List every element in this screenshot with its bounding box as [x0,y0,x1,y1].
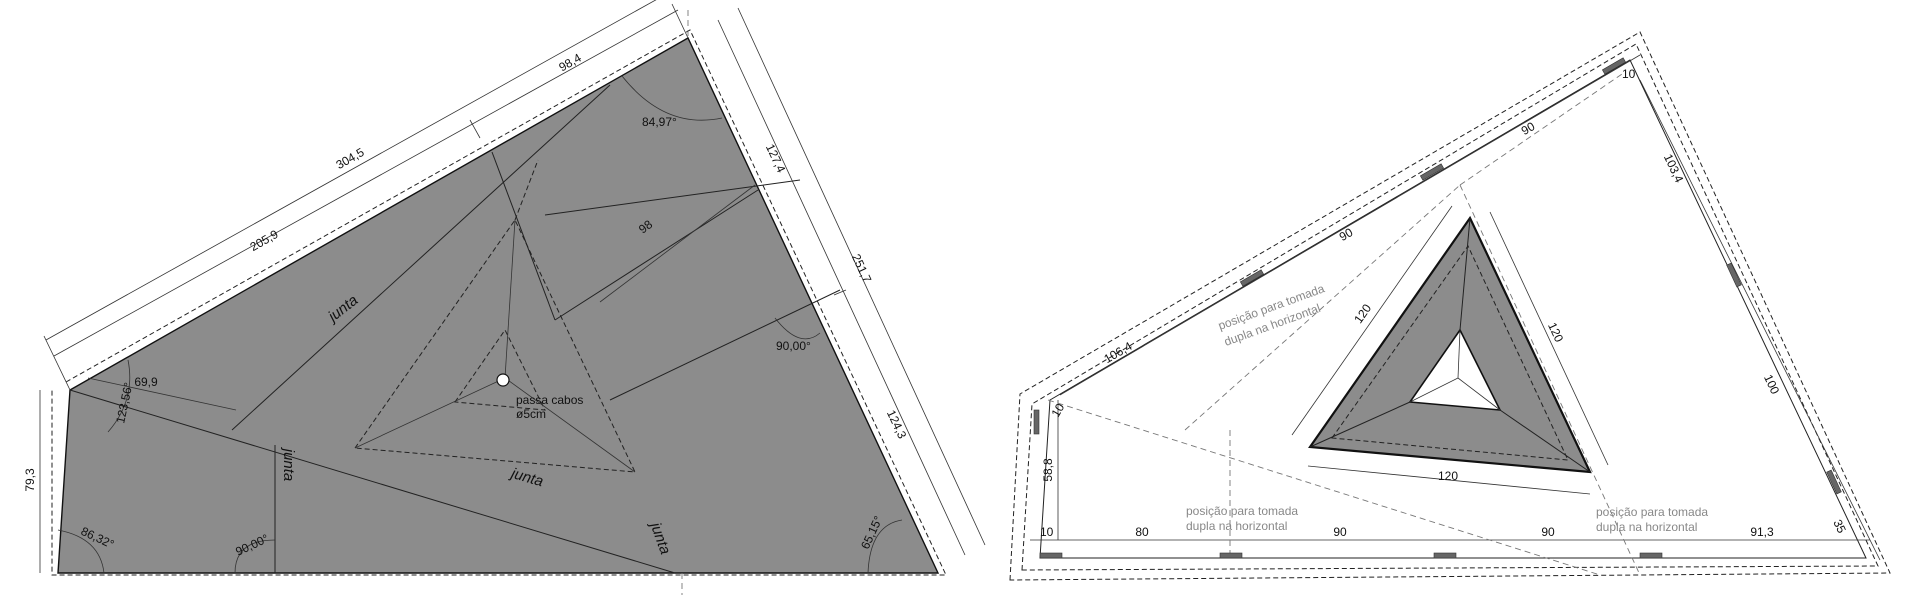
dim-tick-right [833,289,847,296]
dim-top-a: 205,9 [248,227,281,254]
dim-line-inner-top [87,377,237,411]
dim-tri-bottom: 120 [1438,469,1458,483]
dim-top-edge-2: 90 [1519,119,1538,138]
dim-line-top-total [45,0,657,341]
dim-bottom-4: 90 [1541,525,1555,539]
outlet-marker-bottom-3 [1433,552,1457,559]
outlet-guide-5 [1459,71,1626,186]
cable-pass-label: passa cabos [516,393,583,407]
dim-top-b: 98,4 [556,51,584,75]
dim-tri-right: 120 [1545,320,1566,344]
right-triangle-inner-line-2 [1409,377,1459,403]
cable-pass-icon [496,373,510,387]
mid-joint-line [609,289,841,401]
left-plan: 304,5 205,9 98,4 127,4 251,7 124,3 79,3 … [23,0,986,595]
dim-line-tri-bottom [1307,465,1591,495]
joint-line-to-right-edge [554,189,759,321]
angle-arc-bottom-mid [234,539,276,574]
outlet-note-b-line1: posição para tomada [1186,504,1298,518]
outlet-marker-right-1 [1726,262,1742,288]
left-inner-hidden-line [504,219,516,379]
angle-arc-right-mid [774,317,821,340]
outlet-note-b-line2: dupla na horizontal [1186,519,1287,533]
dim-inner-top: 69,9 [134,375,158,389]
left-panel-dashed-edge [51,29,947,576]
left-inner-triangle [354,219,636,473]
angle-arc-left-upper [107,359,131,433]
dim-left-vertical: 58,8 [1041,458,1055,482]
right-triangle-edge-line-1 [1459,217,1471,331]
outlet-guide-1 [1047,399,1601,576]
dim-line-right-split [717,19,966,556]
dim-top-edge-1: 90 [1337,225,1356,244]
joint-line-center [491,151,556,321]
angle-arc-bottom-right [867,519,903,574]
outlet-marker-top-3 [1601,57,1627,75]
dim-right-a: 127,4 [763,142,789,175]
joint-line-diagonal [69,389,676,574]
left-inner-hidden-line-3 [504,377,636,473]
right-outer-dashed-1 [1009,31,1891,581]
right-plan: 90 90 106,4 103,4 100 35 10 10 58,8 10 8… [1009,31,1891,581]
cable-pass-diameter: ø5cm [516,407,546,421]
right-triangle-inner-line-3 [1457,377,1501,411]
outlet-note-c-line1: posição para tomada [1596,505,1708,519]
dim-line-top-split [53,9,679,357]
dim-bottom-5: 91,3 [1750,525,1774,539]
dim-right-end: 35 [1830,517,1848,535]
dim-corner-top-right: 10 [1622,67,1636,81]
dim-line-left-edge [1059,54,1641,396]
dim-ext-1 [43,335,71,391]
outlet-guide-3 [1184,184,1461,431]
outlet-marker-right-2 [1826,469,1842,495]
dim-bottom-2: 80 [1135,525,1149,539]
right-joint-line [544,179,801,216]
dim-line-tri-left [1291,205,1453,436]
angle-arc-top-right [621,75,723,121]
outlet-marker-bottom-2 [1219,552,1243,559]
dim-right-edge-top: 103,4 [1661,152,1687,185]
left-inner-triangle-small [454,329,546,411]
outlet-marker-bottom-4 [1639,552,1663,559]
joint-label-vertical: junta [280,447,297,482]
dim-right-b: 124,3 [884,408,910,441]
dim-bottom-3: 90 [1333,525,1347,539]
right-triangle-dashed [1331,245,1569,461]
outlet-note-c-line2: dupla na horizontal [1596,520,1697,534]
angle-right-mid: 90,00° [776,339,811,353]
left-inner-dash-extend [514,159,539,221]
dim-top-total: 304,5 [334,145,367,172]
dim-right-total: 251,7 [849,252,875,285]
right-triangle-edge-line-2 [1309,401,1411,448]
dim-line-tri-right [1489,211,1609,466]
outlet-marker-top-1 [1239,269,1265,287]
angle-top-right: 84,97° [642,115,677,129]
dim-left-edge: 106,4 [1101,339,1134,366]
dim-right-edge-bottom: 100 [1761,372,1782,396]
dim-line-right-total [737,7,986,546]
angle-arc-bottom-left [57,529,105,574]
outlet-marker-left [1033,409,1040,435]
right-triangle-opening [1408,328,1502,411]
joint-line-upper [231,84,611,431]
right-outer-dashed-2 [1021,43,1879,571]
left-inner-hidden-line-2 [354,377,506,449]
left-panel-shape [57,37,940,574]
outlet-marker-bottom-1 [1039,552,1063,559]
dim-line-inner-mid [599,184,756,303]
outlet-marker-top-2 [1419,163,1445,181]
dim-bottom-1: 10 [1040,525,1054,539]
dim-ext-2 [671,3,689,39]
right-room-outline [1039,59,1867,559]
dim-line-right-edge [1639,79,1881,561]
right-triangle-inner-line-1 [1457,329,1461,379]
dim-corner-left: 10 [1048,401,1067,420]
dim-left-height: 79,3 [23,468,37,492]
outlet-guide-4 [1459,184,1641,576]
right-triangle-edge-line-3 [1499,409,1591,473]
dim-tick-split [469,119,481,139]
